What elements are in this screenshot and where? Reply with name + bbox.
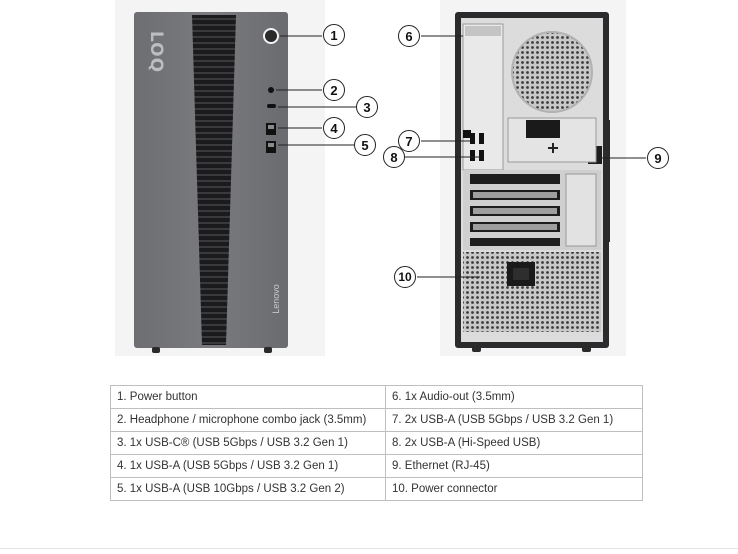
ports-spec-table: 1. Power button 6. 1x Audio-out (3.5mm) …: [110, 385, 643, 501]
spec-cell: 7. 2x USB-A (USB 5Gbps / USB 3.2 Gen 1): [385, 408, 643, 432]
callout-8: 8: [383, 146, 405, 168]
front-view-image: [134, 12, 288, 353]
callout-3: 3: [356, 96, 378, 118]
spec-cell: 10. Power connector: [385, 477, 643, 501]
spec-cell: 2. Headphone / microphone combo jack (3.…: [110, 408, 386, 432]
power-button-graphic: [263, 28, 279, 44]
spec-cell: 3. 1x USB-C® (USB 5Gbps / USB 3.2 Gen 1): [110, 431, 386, 455]
callout-4: 4: [323, 117, 345, 139]
rear-fan: [512, 32, 592, 112]
table-row: 1. Power button 6. 1x Audio-out (3.5mm): [110, 385, 643, 409]
callout-9: 9: [647, 147, 669, 169]
spec-cell: 9. Ethernet (RJ-45): [385, 454, 643, 478]
table-row: 3. 1x USB-C® (USB 5Gbps / USB 3.2 Gen 1)…: [110, 431, 643, 455]
divider: [0, 548, 738, 549]
spec-cell: 1. Power button: [110, 385, 386, 409]
callout-6: 6: [398, 25, 420, 47]
product-illustration: LOQ Lenovo: [115, 0, 669, 356]
callout-10: 10: [394, 266, 416, 288]
callout-5: 5: [354, 134, 376, 156]
callout-2: 2: [323, 79, 345, 101]
front-foot-left: [152, 347, 160, 353]
combo-jack-graphic: [268, 87, 274, 93]
spec-cell: 4. 1x USB-A (USB 5Gbps / USB 3.2 Gen 1): [110, 454, 386, 478]
spec-cell: 5. 1x USB-A (USB 10Gbps / USB 3.2 Gen 2): [110, 477, 386, 501]
table-row: 4. 1x USB-A (USB 5Gbps / USB 3.2 Gen 1) …: [110, 454, 643, 478]
spec-cell: 8. 2x USB-A (Hi-Speed USB): [385, 431, 643, 455]
table-row: 5. 1x USB-A (USB 10Gbps / USB 3.2 Gen 2)…: [110, 477, 643, 501]
rear-view-image: [276, 12, 646, 352]
callout-7: 7: [398, 130, 420, 152]
front-foot-right: [264, 347, 272, 353]
callout-1: 1: [323, 24, 345, 46]
spec-cell: 6. 1x Audio-out (3.5mm): [385, 385, 643, 409]
front-vent: [192, 15, 236, 345]
table-row: 2. Headphone / microphone combo jack (3.…: [110, 408, 643, 432]
side-latch: [603, 120, 610, 242]
io-plate: [462, 23, 504, 171]
usb-c-graphic: [267, 104, 276, 108]
